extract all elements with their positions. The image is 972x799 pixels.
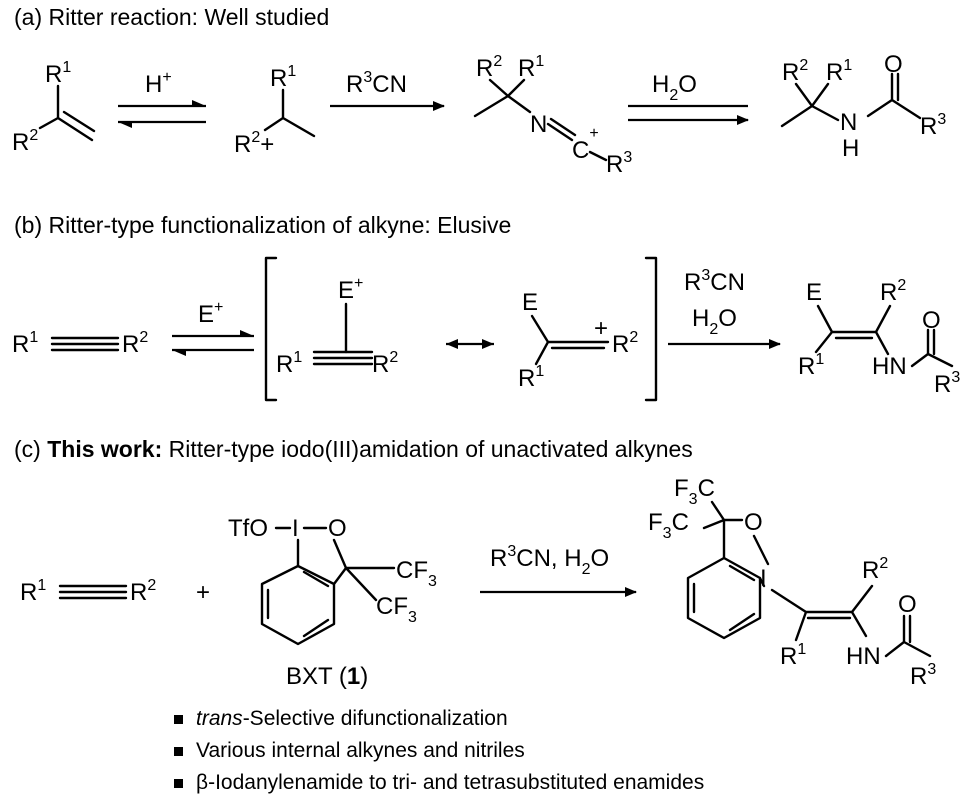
label-R3: R3 — [606, 149, 632, 178]
label-R2: R2 — [862, 555, 888, 584]
plus-sign: + — [196, 579, 210, 606]
label-H-plus: H+ — [145, 69, 172, 98]
label-H2O: H2O — [692, 305, 737, 338]
label-R1: R1 — [45, 59, 71, 88]
section-c-prefix: (c) — [14, 436, 48, 462]
label-R2: R2 — [12, 127, 38, 156]
resonance-arrow — [446, 339, 494, 349]
label-F3C-b: F3C — [648, 509, 689, 542]
feature-item: Various internal alkynes and nitriles — [172, 735, 704, 767]
label-O: O — [328, 515, 347, 542]
label-R1: R1 — [826, 57, 852, 86]
arrow-nitrile-addition: R3CN — [330, 69, 445, 111]
label-R2: R2 — [130, 577, 156, 606]
feature-list: trans-Selective difunctionalization Vari… — [172, 703, 704, 799]
label-R3CN-H2O: R3CN, H2O — [490, 543, 609, 578]
feature-item: β-Iodanylenamide to tri- and tetrasubsti… — [172, 767, 704, 799]
label-R1: R1 — [798, 351, 824, 380]
label-E: E — [522, 289, 538, 316]
label-CF3-a: CF3 — [396, 557, 437, 590]
section-c-bold: This work: — [47, 436, 163, 462]
label-HN: HN — [846, 643, 881, 670]
label-R2: R2+ — [234, 129, 274, 158]
label-H2O: H2O — [652, 71, 697, 104]
section-b-title: (b) Ritter-type functionalization of alk… — [14, 212, 511, 239]
pi-complex-structure: E+ R1 R2 — [276, 275, 398, 378]
section-a-title-text: (a) Ritter reaction: Well studied — [14, 4, 330, 30]
arrow-iodoamidation: R3CN, H2O — [480, 543, 637, 597]
label-R2: R2 — [372, 349, 398, 378]
label-R1: R1 — [276, 349, 302, 378]
label-R1: R1 — [12, 329, 38, 358]
alkyne-structure-b: R1 R2 — [12, 329, 148, 358]
label-R2: R2 — [782, 57, 808, 86]
arrow-ritter-b: R3CN H2O — [668, 267, 781, 349]
label-O: O — [744, 509, 763, 536]
section-c-rest: Ritter-type iodo(III)amidation of unacti… — [162, 436, 693, 462]
label-N: N — [530, 111, 547, 138]
arrow-hydrolysis: H2O — [628, 71, 749, 125]
alkene-structure: R1 R2 — [12, 59, 96, 156]
label-R3CN: R3CN — [346, 69, 407, 98]
product-c-structure: F3C F3C O I R2 R1 HN O R3 — [648, 475, 936, 690]
amide-product-structure: R2 R1 N H O R3 — [780, 51, 946, 162]
section-a-title: (a) Ritter reaction: Well studied — [14, 4, 329, 31]
label-R3: R3 — [920, 111, 946, 140]
label-R3CN: R3CN — [684, 267, 745, 296]
label-HN: HN — [872, 353, 907, 380]
label-R2: R2 — [122, 329, 148, 358]
label-H: H — [842, 135, 859, 162]
label-O: O — [898, 591, 917, 618]
label-R2: R2 — [880, 277, 906, 306]
label-BXT: BXT (1) — [286, 663, 368, 690]
label-E-plus: E+ — [338, 275, 363, 304]
section-b-title-text: (b) Ritter-type functionalization of alk… — [14, 212, 512, 238]
nitrilium-structure: R2 R1 N C+ R3 — [473, 53, 632, 178]
label-R3: R3 — [934, 369, 960, 398]
label-R2: R2 — [612, 329, 638, 358]
alkyne-structure-c: R1 R2 — [20, 577, 156, 606]
right-bracket — [644, 256, 658, 402]
label-O: O — [884, 51, 903, 78]
vinyl-cation-structure: E + R1 R2 — [518, 289, 638, 392]
label-R1: R1 — [270, 63, 296, 92]
left-bracket — [264, 256, 278, 402]
feature-item: trans-Selective difunctionalization — [172, 703, 704, 735]
label-R1: R1 — [518, 53, 544, 82]
label-N: N — [840, 109, 857, 136]
label-I: I — [292, 515, 299, 542]
label-R1: R1 — [20, 577, 46, 606]
label-E: E — [806, 279, 822, 306]
equilibrium-arrow-b: E+ — [172, 299, 254, 356]
enamide-product-b-structure: E R2 R1 HN O R3 — [798, 277, 960, 398]
carbocation-structure: R1 R2+ — [234, 63, 316, 158]
section-c-title: (c) This work: Ritter-type iodo(III)amid… — [14, 436, 693, 463]
label-O: O — [922, 307, 941, 334]
label-R3: R3 — [910, 661, 936, 690]
label-CF3-b: CF3 — [376, 593, 417, 626]
label-E-plus: E+ — [198, 299, 223, 328]
bxt-reagent-structure: TfO I O CF3 CF3 BXT (1) — [228, 515, 437, 690]
label-I: I — [760, 565, 767, 592]
label-R2: R2 — [476, 53, 502, 82]
label-R1: R1 — [518, 363, 544, 392]
label-R1: R1 — [780, 641, 806, 670]
label-C-plus: C+ — [572, 125, 599, 164]
label-TfO: TfO — [228, 515, 268, 542]
label-F3C-a: F3C — [674, 475, 715, 508]
label-plus: + — [594, 315, 608, 342]
equilibrium-arrow-a: H+ — [118, 69, 206, 128]
